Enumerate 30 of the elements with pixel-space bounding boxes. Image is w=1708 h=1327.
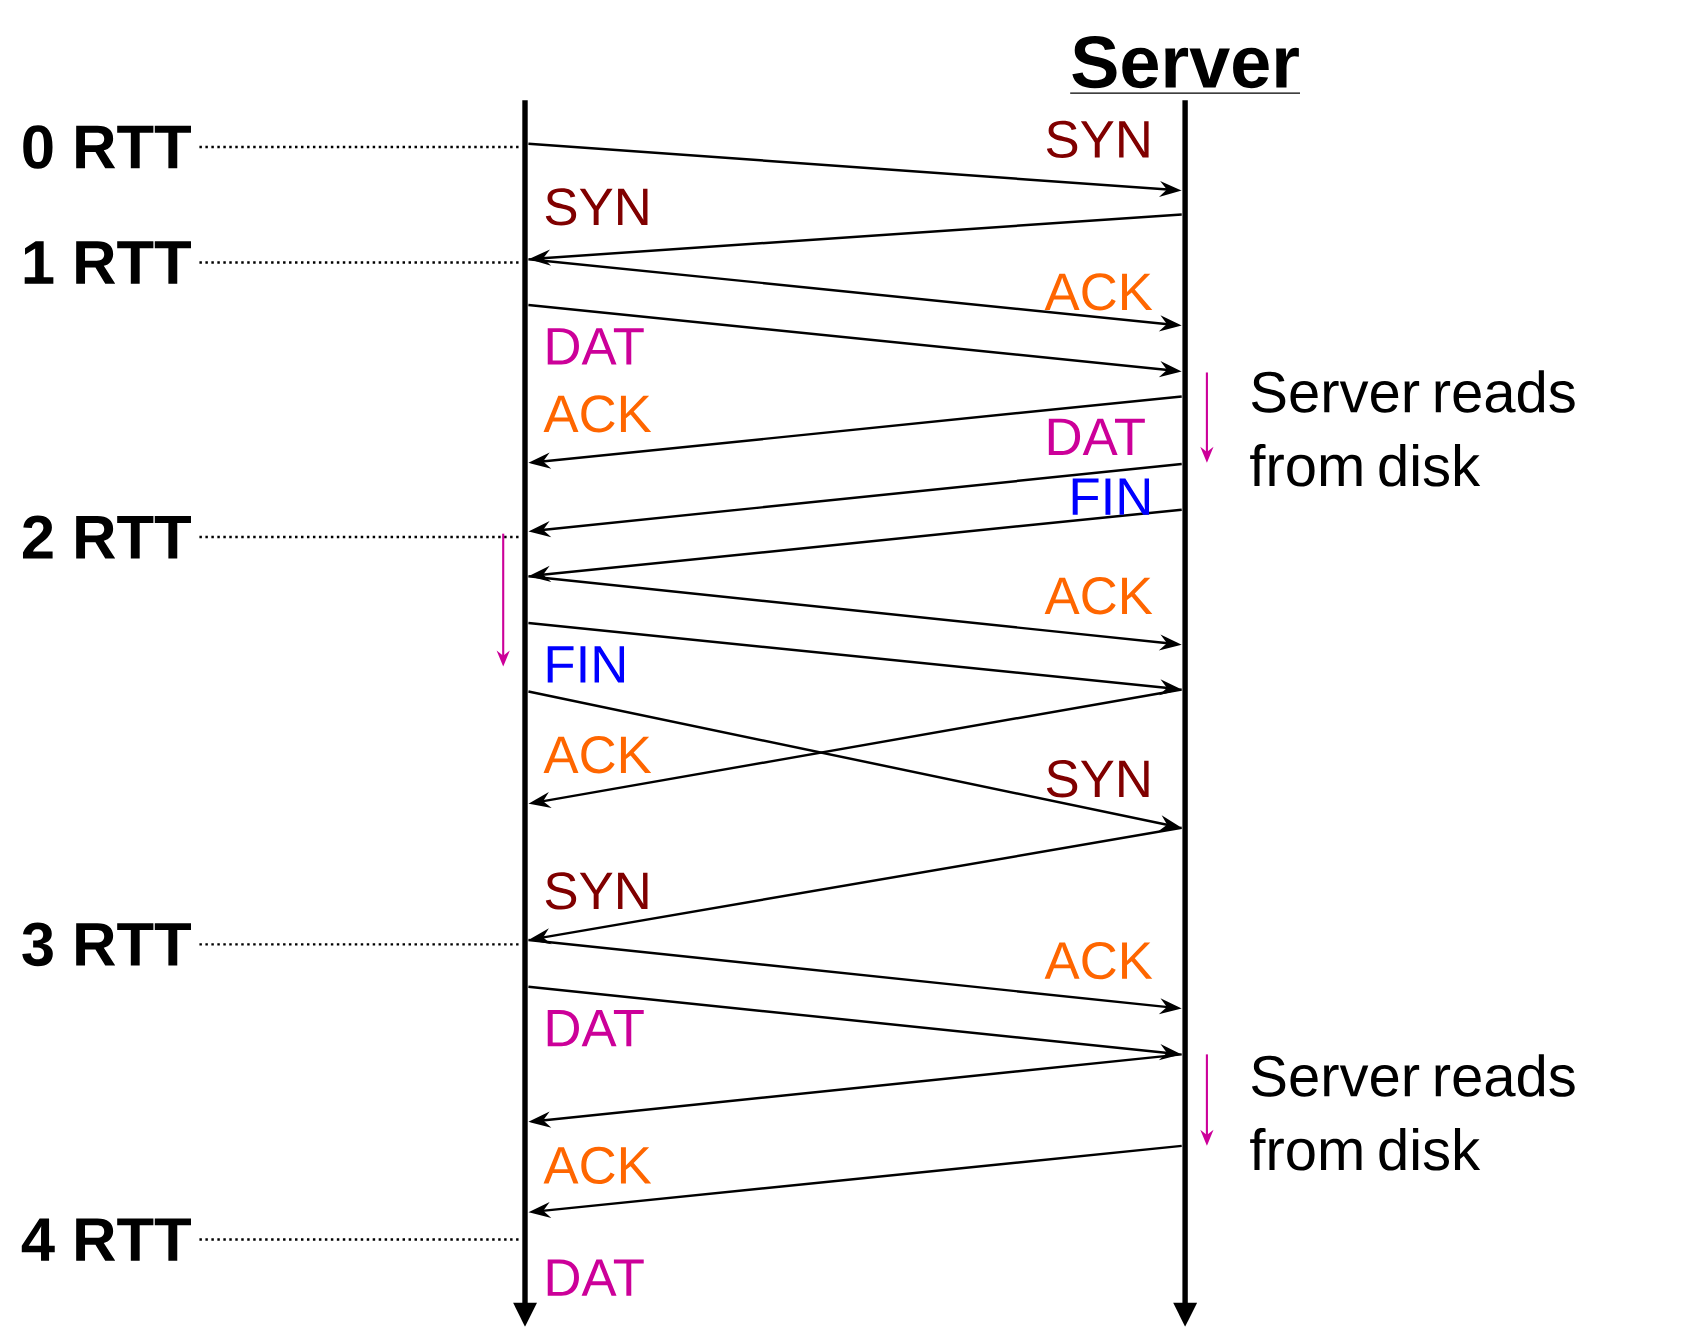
time-label: 4 RTT	[21, 1218, 191, 1261]
edge-label: DAT	[547, 328, 644, 365]
edge-label: ACK	[1044, 273, 1153, 311]
note-text: Server reads from disk	[1250, 1054, 1575, 1171]
edge-label: ACK	[543, 1146, 652, 1185]
leader-line	[199, 145, 522, 149]
leader-line	[199, 535, 522, 539]
edge-label: ACK	[1044, 577, 1153, 615]
note-text: Server reads from disk	[1250, 370, 1575, 487]
time-label: 2 RTT	[23, 515, 191, 559]
leader-line	[199, 261, 522, 264]
time-label: 0 RTT	[23, 125, 191, 169]
edge-label: SYN	[1046, 120, 1149, 159]
edge-label: SYN	[545, 872, 648, 910]
edge-label: ACK	[543, 736, 652, 774]
edge-label: DAT	[1048, 418, 1145, 456]
edge-label: FIN	[1072, 478, 1149, 515]
time-label: 3 RTT	[22, 922, 191, 967]
edge-label: ACK	[1044, 942, 1153, 980]
message-label: DAT	[547, 1259, 644, 1296]
leader-line	[199, 943, 522, 946]
node-label: Server	[1072, 36, 1299, 89]
edge-label: ACK	[543, 395, 652, 433]
client-timeline	[513, 100, 537, 1327]
time-label: 1 RTT	[24, 241, 191, 284]
edge-label: SYN	[545, 188, 648, 226]
edge-label: SYN	[1046, 760, 1149, 798]
leader-line	[199, 1238, 522, 1241]
edge-label: DAT	[547, 1010, 644, 1047]
edge-label: FIN	[547, 646, 624, 683]
